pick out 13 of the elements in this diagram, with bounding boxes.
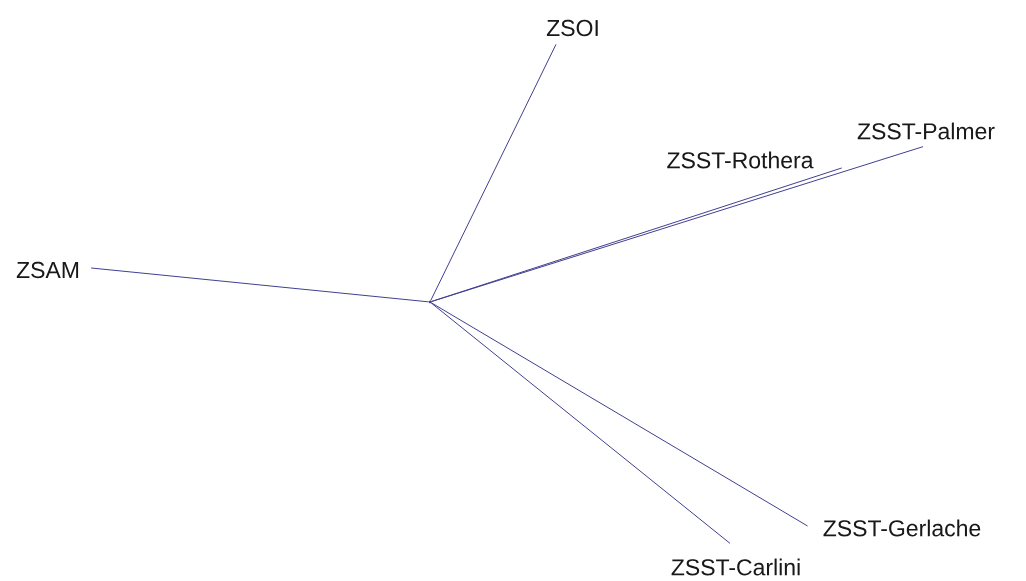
taxon-label: ZSOI xyxy=(546,19,598,37)
tree-branch xyxy=(430,167,843,303)
tree-branch xyxy=(430,43,557,302)
tree-branch xyxy=(430,302,731,544)
taxon-label: ZSST-Rothera xyxy=(667,151,814,169)
taxon-label: ZSST-Carlini xyxy=(671,558,800,576)
taxon-label: ZSAM xyxy=(16,261,79,279)
tree-branch xyxy=(90,267,430,303)
tree-branch xyxy=(430,146,924,303)
taxon-label: ZSST-Palmer xyxy=(857,122,995,140)
tree-branch xyxy=(430,302,809,527)
branch-point xyxy=(428,300,432,304)
taxon-label: ZSST-Gerlache xyxy=(823,519,981,537)
